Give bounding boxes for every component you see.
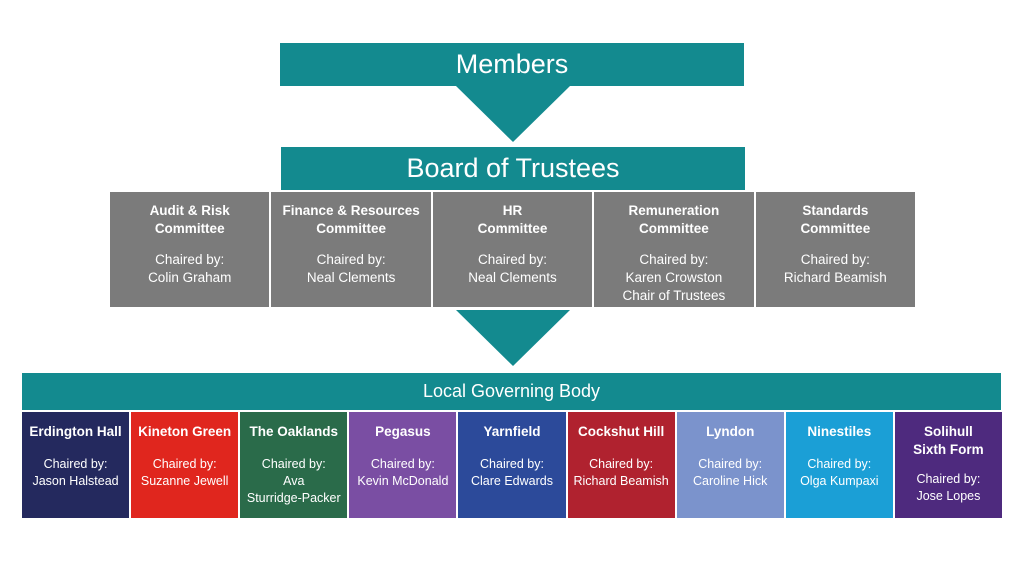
chaired-by-label: Chaired by: (477, 252, 548, 267)
school-name: Yarnfield (483, 424, 541, 439)
school-name: Erdington Hall (29, 424, 122, 439)
school-name: The Oaklands (249, 424, 339, 439)
chair-name: Caroline Hick (693, 474, 768, 488)
school-name: Solihull (924, 424, 973, 439)
local-governing-body-box: Local Governing Body (22, 373, 1001, 410)
board-of-trustees-box: Board of Trustees (281, 147, 745, 190)
committee-name: Standards (802, 203, 869, 218)
down-arrow-icon (456, 310, 570, 366)
school-name: Ninestiles (807, 424, 872, 439)
committee-name: Audit & Risk (149, 203, 230, 218)
chaired-by-label: Chaired by: (370, 457, 435, 471)
chaired-by-label: Chaired by: (698, 457, 763, 471)
committee-box: HR Committee Chaired by: Neal Clements (432, 192, 593, 307)
committee-name-line2: Committee (477, 221, 548, 236)
chaired-by-label: Chaired by: (480, 457, 544, 471)
chair-name: Kevin McDonald (357, 474, 449, 488)
school-name: Kineton Green (138, 424, 232, 439)
chair-name: Suzanne Jewell (140, 474, 229, 488)
committee-name: HR (502, 203, 523, 218)
chair-name: Jason Halstead (32, 474, 119, 488)
chair-note: Chair of Trustees (622, 288, 726, 303)
chaired-by-label: Chaired by: (800, 252, 870, 267)
chaired-by-label: Chaired by: (155, 252, 225, 267)
school-name: Pegasus (375, 424, 431, 439)
chair-name: Ava (283, 474, 305, 488)
chaired-by-label: Chaired by: (639, 252, 709, 267)
chair-name-line2: Sturridge-Packer (246, 491, 341, 505)
chaired-by-label: Chaired by: (807, 457, 872, 471)
committee-name-line2: Committee (800, 221, 871, 236)
committee-name-line2: Committee (316, 221, 386, 236)
committee-name: Remuneration (628, 203, 720, 218)
chair-name: Olga Kumpaxi (800, 474, 879, 488)
school-name: Lyndon (706, 424, 755, 439)
committee-name-line2: Committee (639, 221, 709, 236)
chair-name: Clare Edwards (471, 474, 553, 488)
chaired-by-label: Chaired by: (261, 457, 326, 471)
school-name: Cockshut Hill (577, 424, 665, 439)
members-box: Members (280, 43, 744, 86)
committee-name-line2: Committee (154, 221, 225, 236)
chaired-by-label: Chaired by: (43, 457, 108, 471)
chaired-by-label: Chaired by: (916, 472, 981, 486)
chair-name: Colin Graham (148, 270, 232, 285)
chair-name: Neal Clements (468, 270, 557, 285)
chair-name: Jose Lopes (916, 489, 981, 503)
school-name-line2: Sixth Form (913, 442, 984, 457)
board-title: Board of Trustees (406, 153, 620, 183)
committee-name: Finance & Resources (282, 203, 420, 218)
chaired-by-label: Chaired by: (589, 457, 654, 471)
members-title: Members (455, 49, 569, 79)
down-arrow-icon (456, 86, 570, 142)
chaired-by-label: Chaired by: (316, 252, 386, 267)
chaired-by-label: Chaired by: (152, 457, 217, 471)
chair-name: Karen Crowston (625, 270, 723, 285)
lgb-title: Local Governing Body (422, 381, 601, 401)
chair-name: Neal Clements (306, 270, 396, 285)
chair-name: Richard Beamish (573, 474, 669, 488)
chair-name: Richard Beamish (783, 270, 887, 285)
